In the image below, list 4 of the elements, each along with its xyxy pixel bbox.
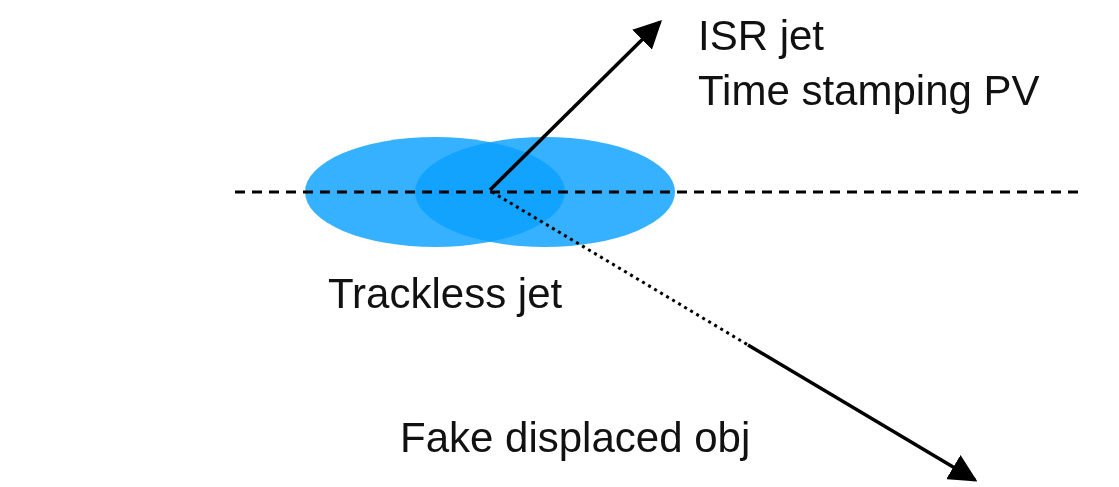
label-text: ISR jet xyxy=(698,15,825,57)
label-text: Trackless jet xyxy=(328,273,563,315)
label-text: Fake displaced obj xyxy=(400,417,751,459)
label-text: Time stamping PV xyxy=(698,70,1040,112)
